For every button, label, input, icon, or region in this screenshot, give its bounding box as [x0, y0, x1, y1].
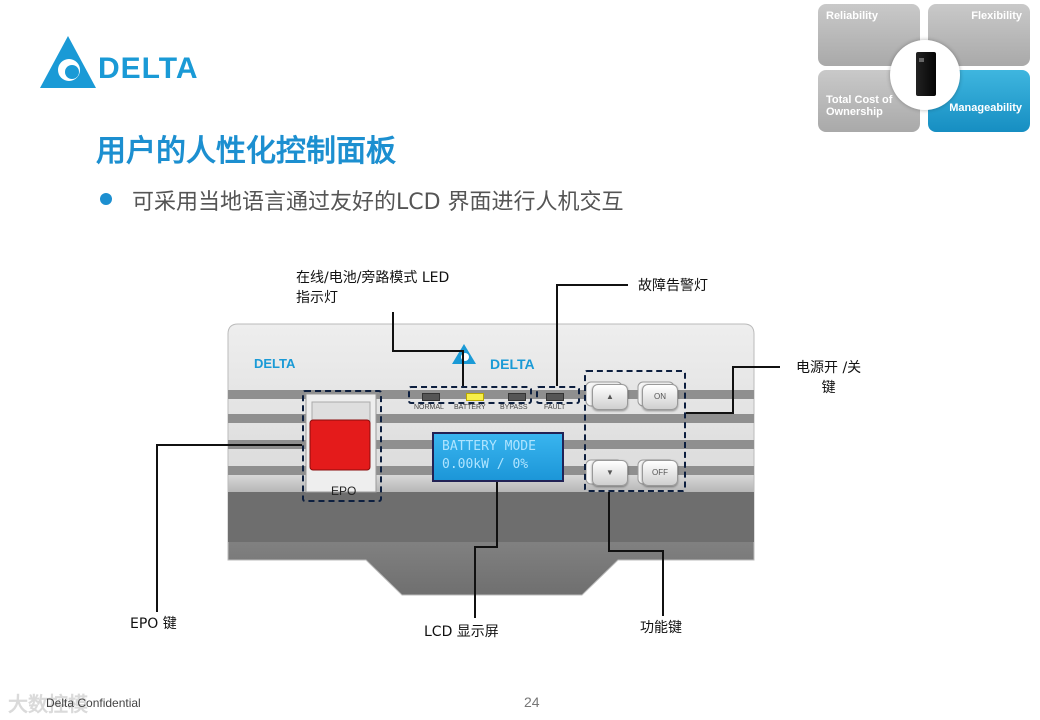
bullet-dot-icon [100, 193, 112, 205]
led-label-battery: BATTERY [454, 404, 486, 411]
callout-line [732, 366, 734, 414]
callout-line [686, 412, 734, 414]
callout-line [156, 444, 158, 612]
callout-line [462, 350, 464, 386]
ups-product-image [890, 40, 960, 110]
callout-lcd: LCD 显示屏 [424, 622, 499, 642]
page-number: 24 [524, 694, 540, 710]
callout-line [556, 284, 628, 286]
callout-line [732, 366, 780, 368]
led-label-normal: NORMAL [414, 404, 444, 411]
callout-mode-led-line-1: 在线/电池/旁路模式 LED [296, 268, 449, 288]
fault-led-highlight [536, 386, 580, 404]
ups-tower-icon [916, 52, 936, 96]
callout-epo: EPO 键 [130, 614, 177, 634]
value-tiles: Reliability Flexibility Total Cost of Ow… [816, 2, 1032, 134]
callout-line [156, 444, 302, 446]
mode-led-highlight [408, 386, 532, 404]
panel-delta-logo: DELTA [490, 356, 535, 372]
lcd-line-2: 0.00kW / 0% [442, 456, 554, 474]
callout-line [474, 546, 498, 548]
callout-line [392, 312, 394, 352]
callout-power-line-2: 键 [796, 378, 861, 398]
lcd-display: BATTERY MODE 0.00kW / 0% [432, 432, 564, 482]
led-label-bypass: BYPASS [500, 404, 528, 411]
callout-line [608, 492, 610, 552]
callout-line [392, 350, 464, 352]
callout-mode-led-line-2: 指示灯 [296, 288, 449, 308]
callout-line [474, 546, 476, 618]
bullet-text: 可采用当地语言通过友好的LCD 界面进行人机交互 [132, 184, 624, 216]
callout-function-keys: 功能键 [640, 618, 682, 638]
callout-fault: 故障告警灯 [638, 276, 708, 296]
callout-line [662, 550, 664, 616]
lcd-line-1: BATTERY MODE [442, 438, 554, 456]
callout-mode-led: 在线/电池/旁路模式 LED 指示灯 [296, 268, 449, 308]
led-label-fault: FAULT [544, 404, 565, 411]
callout-power-line-1: 电源开 /关 [796, 358, 861, 378]
panel-logo-text: DELTA [254, 356, 295, 371]
footer-confidential: Delta Confidential [46, 696, 141, 710]
epo-highlight [302, 390, 382, 502]
callout-line [496, 482, 498, 548]
callout-line [556, 284, 558, 386]
callout-power: 电源开 /关 键 [796, 358, 861, 398]
delta-logo-text: DELTA [98, 52, 199, 86]
function-keys-highlight [584, 370, 686, 492]
delta-triangle-icon [38, 34, 98, 90]
callout-line [608, 550, 664, 552]
page-title: 用户的人性化控制面板 [96, 126, 396, 170]
